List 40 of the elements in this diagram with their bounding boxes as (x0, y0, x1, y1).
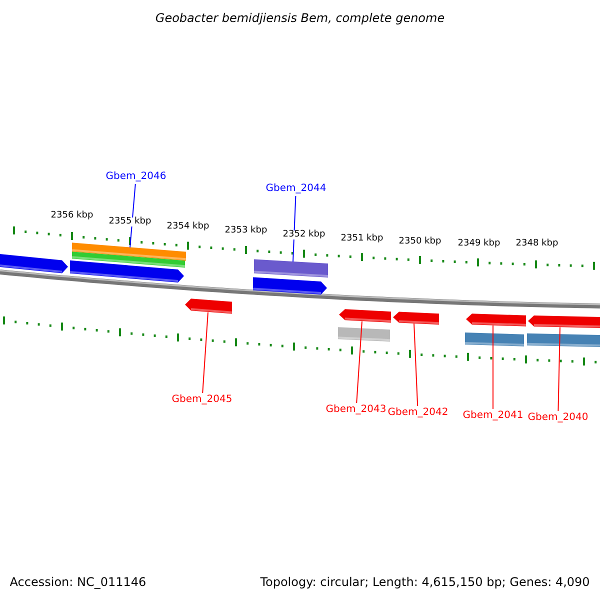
gene-bar (72, 252, 186, 268)
leader-line (558, 326, 560, 412)
scale-label: 2356 kbp (50, 212, 94, 220)
genome-summary-text: Topology: circular; Length: 4,615,150 bp; Genes: 4,090 (260, 576, 590, 588)
gene-label: Gbem_2044 (266, 184, 326, 194)
scale-label: 2354 kbp (166, 222, 210, 232)
gene-label: Gbem_2046 (106, 172, 166, 182)
scale-label: 2355 kbp (108, 218, 152, 226)
scale-label: 2349 kbp (458, 240, 500, 248)
gene-feature (70, 260, 184, 282)
leader-line (414, 323, 418, 406)
gene-label: Gbem_2043 (326, 405, 386, 415)
leader-line (492, 324, 494, 410)
gene-feature (185, 298, 232, 314)
title: Geobacter bemidjiensis Bem, complete genome (155, 12, 445, 24)
leader-line (356, 320, 362, 404)
gene-feature (252, 277, 327, 294)
scale-label: 2351 kbp (340, 234, 384, 244)
scale-label: 2348 kbp (516, 240, 558, 248)
gene-bar (526, 333, 600, 347)
scale-label: 2352 kbp (282, 230, 326, 240)
gene-bar (254, 259, 328, 278)
gene-feature (466, 314, 526, 326)
gene-bar (464, 332, 524, 346)
leader-line (202, 312, 208, 394)
gene-bar (72, 242, 186, 261)
leader-line (130, 184, 136, 248)
gene-feature (339, 309, 392, 323)
gene-feature (528, 316, 600, 328)
gene-feature (393, 312, 440, 325)
gene-bar (338, 327, 390, 342)
leader-line (292, 196, 296, 262)
gene-label: Gbem_2040 (528, 413, 588, 423)
gene-label: Gbem_2045 (172, 395, 232, 405)
scale-label: 2353 kbp (224, 226, 268, 236)
scale-label: 2350 kbp (398, 238, 442, 246)
gene-label: Gbem_2042 (388, 408, 448, 418)
gene-label: Gbem_2041 (462, 411, 524, 421)
accession-text: Accession: NC_011146 (10, 576, 146, 588)
gene-feature (0, 253, 68, 274)
